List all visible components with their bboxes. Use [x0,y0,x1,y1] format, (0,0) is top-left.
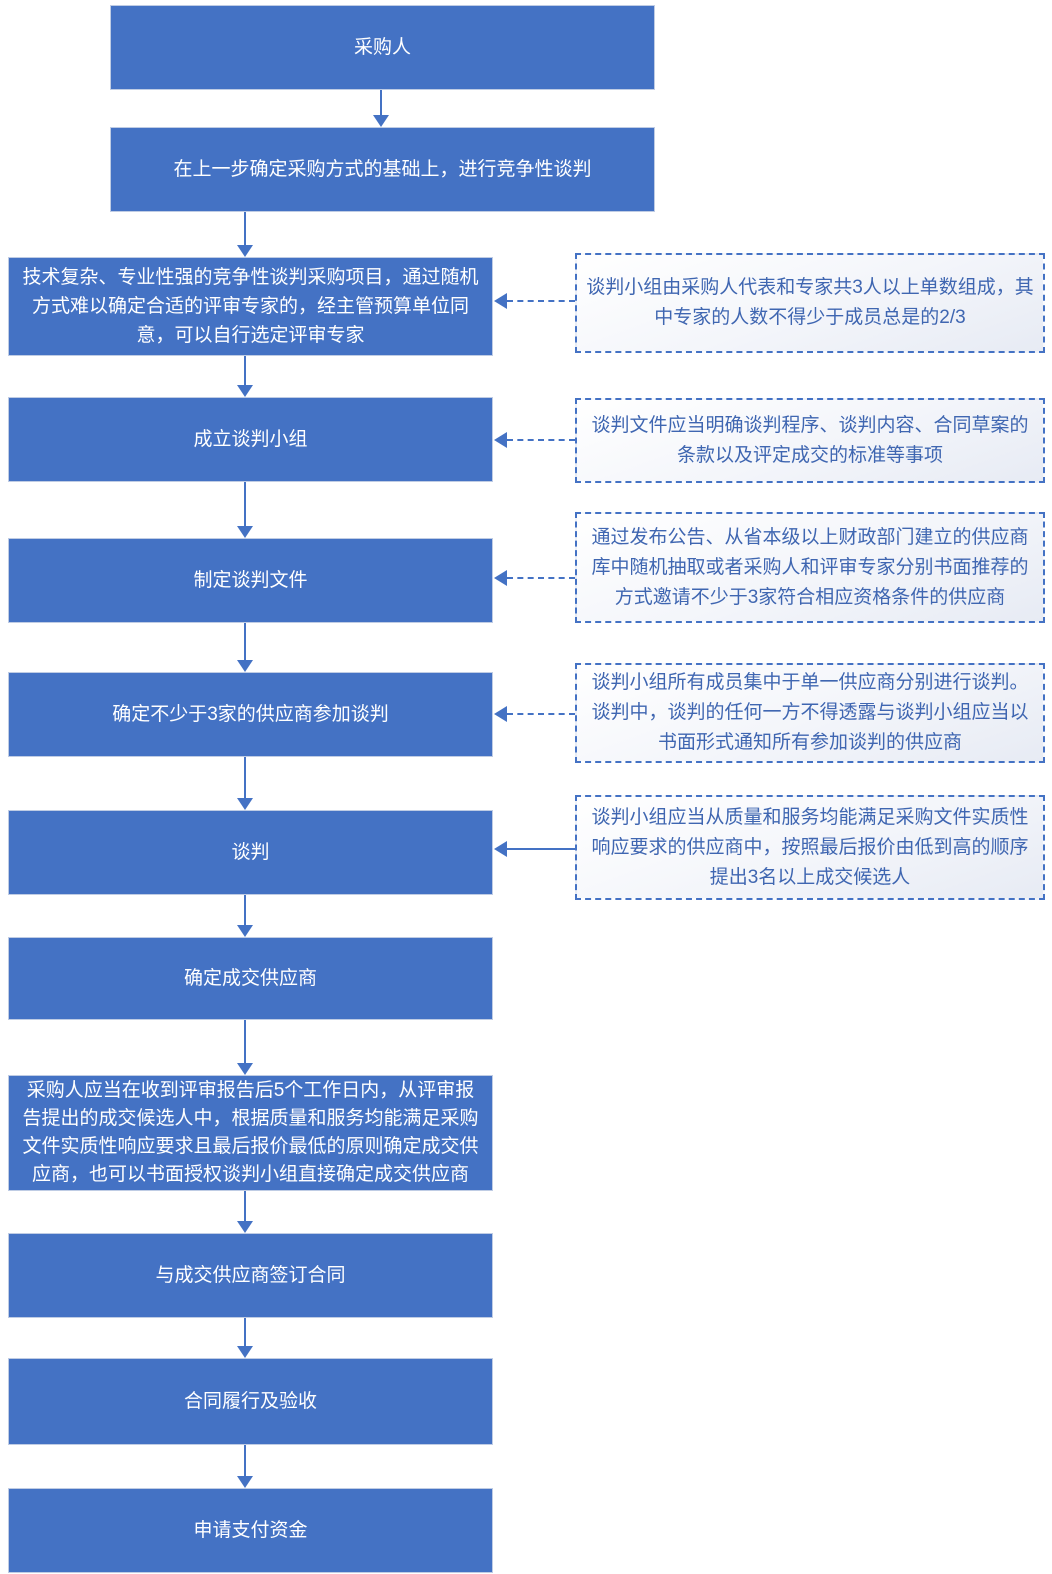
flow-step-select-review-experts: 技术复杂、专业性强的竞争性谈判采购项目，通过随机方式难以确定合适的评审专家的，经… [8,257,493,356]
flow-step-confirm-suppliers: 确定不少于3家的供应商参加谈判 [8,672,493,757]
note-candidate-ranking: 谈判小组应当从质量和服务均能满足采购文件实质性响应要求的供应商中，按照最后报价由… [575,795,1045,900]
flow-step-negotiation: 谈判 [8,810,493,895]
down-arrow-icon [373,90,389,127]
flow-step-purchaser: 采购人 [110,5,655,90]
note-negotiation-procedure-confidentiality: 谈判小组所有成员集中于单一供应商分别进行谈判。谈判中，谈判的任何一方不得透露与谈… [575,663,1045,763]
dashed-left-arrow-icon [494,431,575,449]
flow-step-prepare-negotiation-documents: 制定谈判文件 [8,538,493,623]
down-arrow-icon [237,1445,253,1488]
solid-left-arrow-icon [494,840,575,858]
down-arrow-icon [237,482,253,538]
flow-step-apply-payment: 申请支付资金 [8,1488,493,1573]
down-arrow-icon [237,757,253,810]
note-negotiation-team-composition: 谈判小组由采购人代表和专家共3人以上单数组成，其中专家的人数不得少于成员总是的2… [575,253,1045,353]
flow-step-competitive-negotiation-basis: 在上一步确定采购方式的基础上，进行竞争性谈判 [110,127,655,212]
dashed-left-arrow-icon [494,705,575,723]
down-arrow-icon [237,623,253,672]
dashed-left-arrow-icon [494,569,575,587]
down-arrow-icon [237,1191,253,1233]
flow-step-contract-performance-acceptance: 合同履行及验收 [8,1358,493,1445]
dashed-left-arrow-icon [494,292,575,310]
flow-step-establish-negotiation-team: 成立谈判小组 [8,397,493,482]
down-arrow-icon [237,895,253,937]
down-arrow-icon [237,356,253,397]
flow-step-sign-contract: 与成交供应商签订合同 [8,1233,493,1318]
flow-step-determine-winning-supplier-detail: 采购人应当在收到评审报告后5个工作日内，从评审报告提出的成交候选人中，根据质量和… [8,1075,493,1191]
down-arrow-icon [237,1318,253,1358]
down-arrow-icon [237,1020,253,1075]
flow-step-determine-winning-supplier: 确定成交供应商 [8,937,493,1020]
note-supplier-invitation-methods: 通过发布公告、从省本级以上财政部门建立的供应商库中随机抽取或者采购人和评审专家分… [575,512,1045,623]
note-negotiation-documents-content: 谈判文件应当明确谈判程序、谈判内容、合同草案的条款以及评定成交的标准等事项 [575,398,1045,483]
down-arrow-icon [237,212,253,257]
